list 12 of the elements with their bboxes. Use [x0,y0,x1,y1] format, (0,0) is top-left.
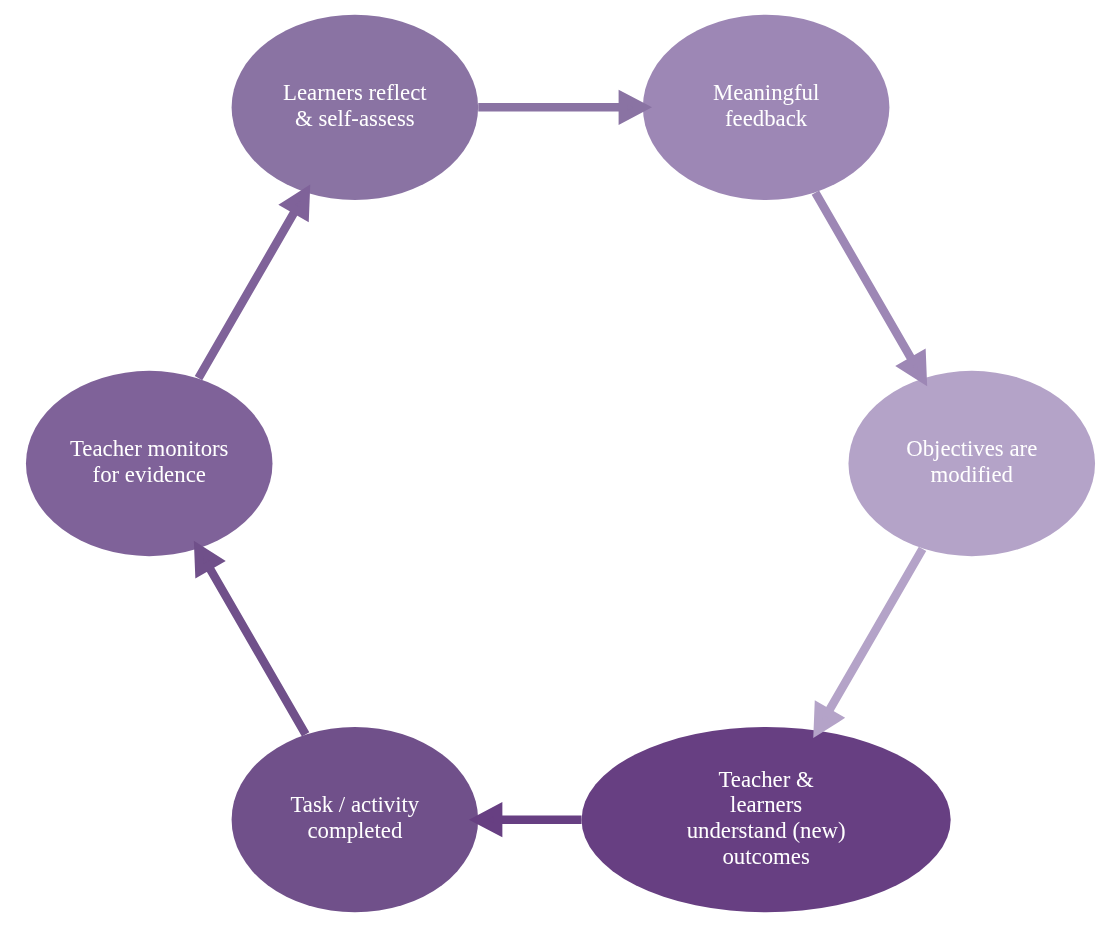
arrow [811,190,927,386]
node-ellipse: Meaningful feedback [642,14,889,200]
arrow [468,801,582,837]
node-ellipse: Task / activity completed [231,726,478,912]
node-ellipse: Learners reflect & self-assess [231,14,478,200]
arrow [194,184,310,380]
arrow [477,89,652,125]
arrow [193,540,309,736]
arrow [812,546,926,738]
node-ellipse: Teacher & learners understand (new) outcomes [581,726,951,912]
node-ellipse: Objectives are modified [848,370,1095,556]
node-ellipse: Teacher monitors for evidence [25,370,272,556]
